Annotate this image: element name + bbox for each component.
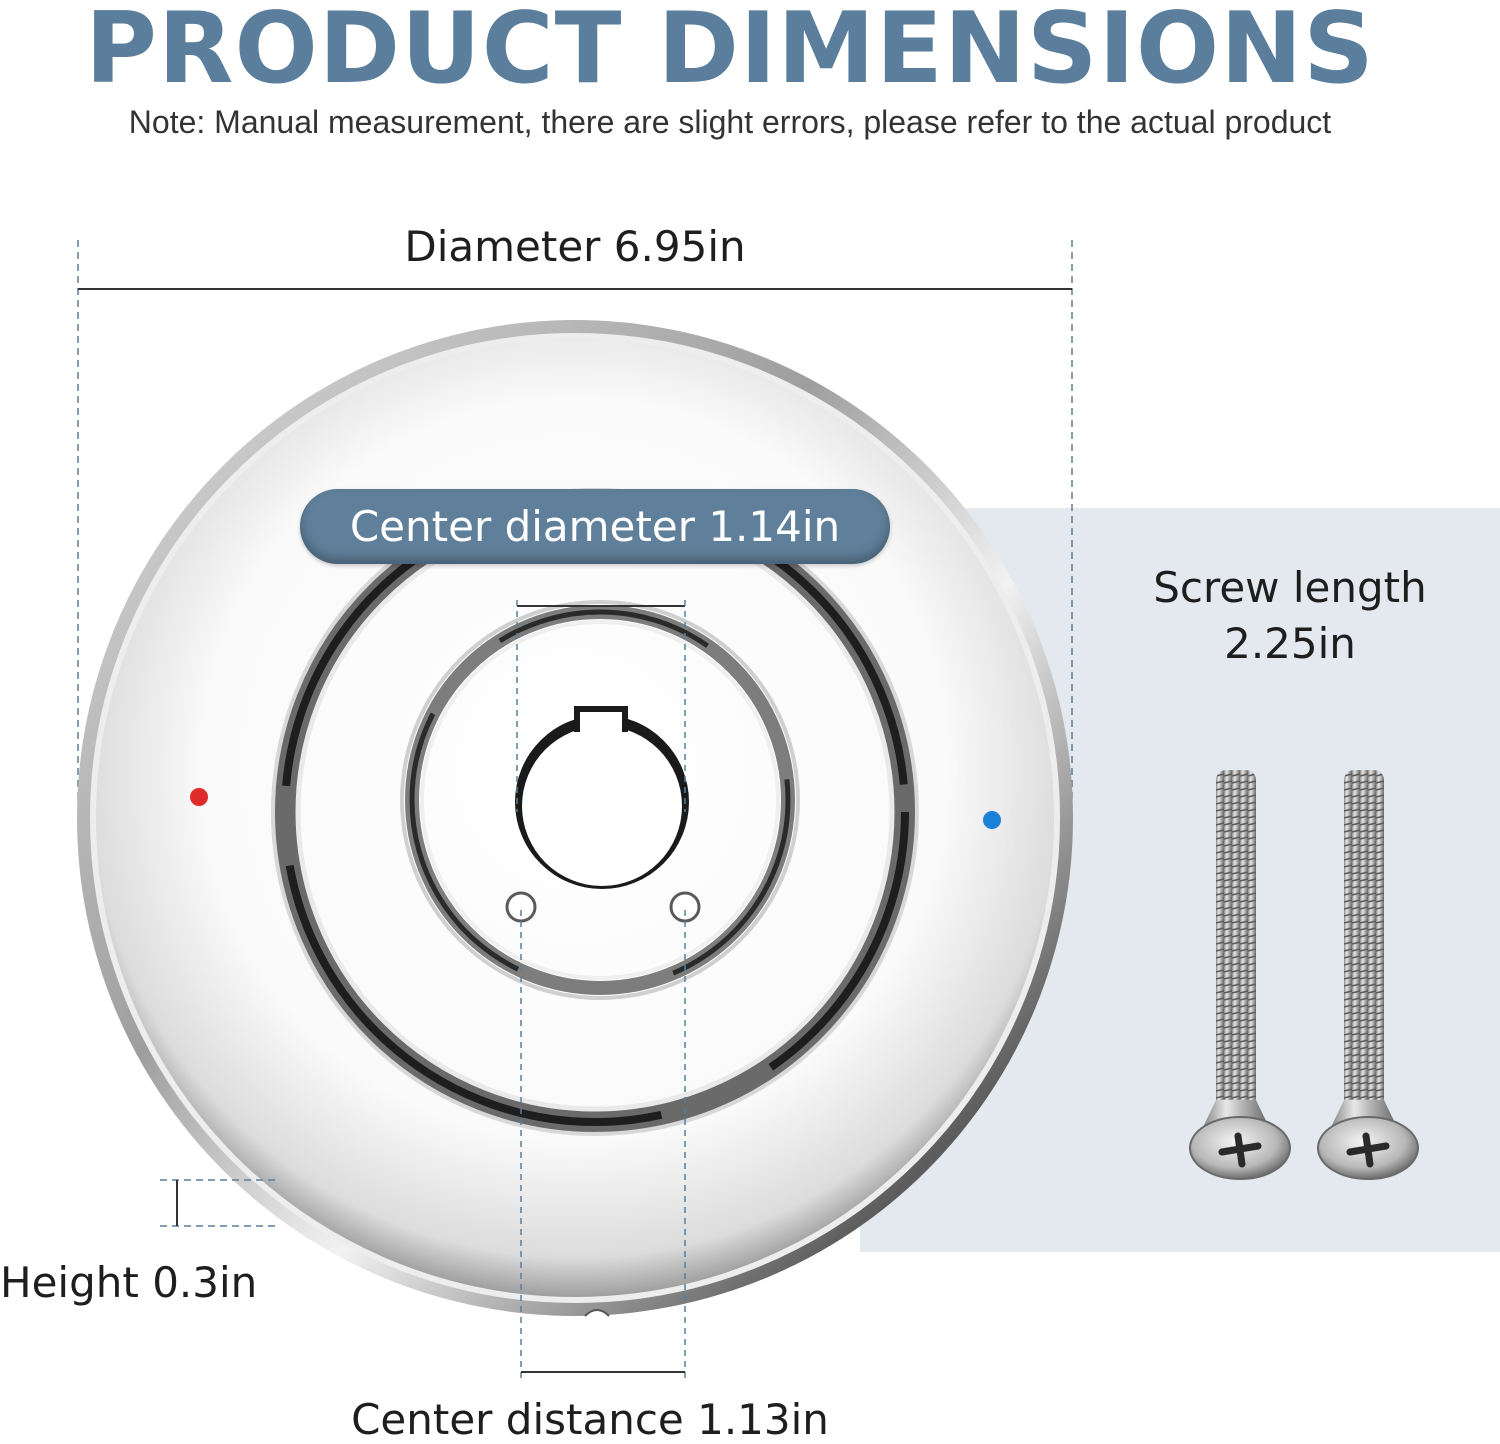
height-dimension-line xyxy=(160,1179,275,1227)
screw-right xyxy=(1317,770,1419,1180)
screw-length-title: Screw length xyxy=(1153,563,1427,612)
center-diameter-dimension-line xyxy=(516,600,686,812)
screw-length-label: Screw length 2.25in xyxy=(1080,560,1500,672)
hot-indicator-dot xyxy=(190,788,208,806)
screw-left xyxy=(1189,770,1291,1180)
height-label: Height 0.3in xyxy=(0,1258,258,1307)
diameter-dimension-line xyxy=(77,240,1073,800)
page-title: PRODUCT DIMENSIONS xyxy=(85,0,1375,106)
center-distance-label: Center distance 1.13in xyxy=(351,1395,829,1444)
escutcheon-plate xyxy=(77,320,1073,1317)
center-distance-dimension-line xyxy=(520,910,686,1380)
cold-indicator-dot xyxy=(983,811,1001,829)
diameter-label: Diameter 6.95in xyxy=(404,222,746,271)
measurement-note: Note: Manual measurement, there are slig… xyxy=(128,104,1332,140)
center-diameter-label: Center diameter 1.14in xyxy=(349,502,841,551)
screw-length-value: 2.25in xyxy=(1224,619,1356,668)
center-diameter-badge: Center diameter 1.14in xyxy=(300,489,890,564)
